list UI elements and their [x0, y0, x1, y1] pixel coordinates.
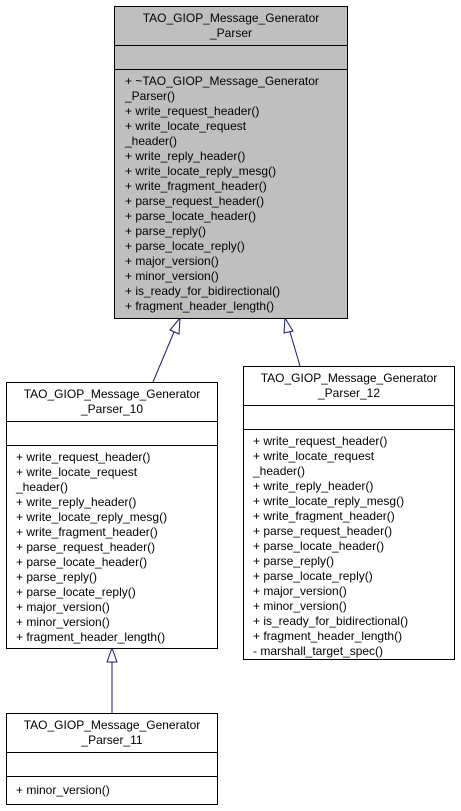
- operation: + minor_version(): [16, 615, 110, 629]
- operation: + write_locate_reply_mesg(): [16, 510, 168, 524]
- attributes-divider: [7, 421, 217, 422]
- operation: + write_fragment_header(): [16, 525, 158, 539]
- operation: + minor_version(): [16, 783, 110, 797]
- operation: + parse_reply(): [125, 224, 207, 238]
- operation: + parse_locate_reply(): [253, 569, 373, 583]
- class-name-line: TAO_GIOP_Message_Generator: [260, 371, 438, 385]
- class-box-message-generator-parser-10[interactable]: TAO_GIOP_Message_Generator _Parser_10 + …: [6, 382, 218, 649]
- class-name-line: TAO_GIOP_Message_Generator: [23, 387, 201, 401]
- attributes-divider: [115, 45, 347, 46]
- operation: + write_locate_reply_mesg(): [253, 494, 405, 508]
- operation: + parse_request_header(): [125, 194, 265, 208]
- edge-parser12-to-parser: [289, 331, 301, 367]
- operation: + minor_version(): [125, 269, 219, 283]
- operation: + write_reply_header(): [125, 149, 246, 163]
- operation: + parse_request_header(): [16, 540, 156, 554]
- operation: + major_version(): [253, 584, 347, 598]
- attributes-divider: [7, 752, 217, 753]
- operation: _header(): [125, 134, 178, 148]
- operation: + write_fragment_header(): [253, 509, 395, 523]
- operation: + write_fragment_header(): [125, 179, 267, 193]
- operation: + parse_reply(): [253, 554, 335, 568]
- operation: + fragment_header_length(): [16, 630, 166, 644]
- operation: + write_reply_header(): [253, 479, 374, 493]
- operation: + fragment_header_length(): [125, 299, 275, 313]
- operation: + write_request_header(): [253, 434, 388, 448]
- class-box-message-generator-parser-11[interactable]: TAO_GIOP_Message_Generator _Parser_11 + …: [6, 713, 218, 805]
- operation: + write_locate_request: [125, 119, 247, 133]
- attributes-divider: [244, 405, 454, 406]
- edge-parser10-to-parser: [152, 331, 175, 383]
- edge-parser11-arrowhead: [106, 646, 118, 663]
- operation: + write_reply_header(): [16, 495, 137, 509]
- operation: + ~TAO_GIOP_Message_Generator: [125, 74, 319, 88]
- operation: + parse_locate_header(): [253, 539, 385, 553]
- operation: + write_locate_request: [253, 449, 375, 463]
- operation: + parse_reply(): [16, 570, 98, 584]
- operation: + is_ready_for_bidirectional(): [253, 614, 409, 628]
- operation: + parse_request_header(): [253, 524, 393, 538]
- operation: + parse_locate_header(): [125, 209, 257, 223]
- class-box-message-generator-parser-12[interactable]: TAO_GIOP_Message_Generator _Parser_12 + …: [243, 366, 455, 660]
- operation: - marshall_target_spec(): [253, 644, 384, 658]
- class-name-line: TAO_GIOP_Message_Generator: [23, 718, 201, 732]
- operation: _Parser(): [125, 89, 176, 103]
- class-box-message-generator-parser[interactable]: TAO_GIOP_Message_Generator _Parser + ~TA…: [114, 6, 348, 319]
- class-name-line: _Parser_12: [317, 386, 381, 400]
- class-name-line: _Parser_10: [80, 402, 144, 416]
- operation: + parse_locate_reply(): [16, 585, 136, 599]
- class-name-line: _Parser: [209, 26, 253, 40]
- operation: + write_request_header(): [125, 104, 260, 118]
- operation: + write_locate_request: [16, 465, 138, 479]
- operation: + write_request_header(): [16, 450, 151, 464]
- edge-parser10-arrowhead: [169, 316, 181, 335]
- class-name-line: TAO_GIOP_Message_Generator: [142, 11, 320, 25]
- operations-divider: [7, 445, 217, 446]
- operation: _header(): [253, 464, 306, 478]
- class-name-line: _Parser_11: [81, 733, 143, 747]
- edge-parser12-arrowhead: [283, 316, 294, 334]
- operations-divider: [7, 776, 217, 777]
- operation: + is_ready_for_bidirectional(): [125, 284, 281, 298]
- operation: + major_version(): [125, 254, 219, 268]
- operations-divider: [244, 429, 454, 430]
- operation: + fragment_header_length(): [253, 629, 403, 643]
- operation: + minor_version(): [253, 599, 347, 613]
- operation: + major_version(): [16, 600, 110, 614]
- operation: + write_locate_reply_mesg(): [125, 164, 277, 178]
- operation: + parse_locate_header(): [16, 555, 148, 569]
- operations-divider: [115, 69, 347, 70]
- operation: _header(): [16, 480, 69, 494]
- operation: + parse_locate_reply(): [125, 239, 245, 253]
